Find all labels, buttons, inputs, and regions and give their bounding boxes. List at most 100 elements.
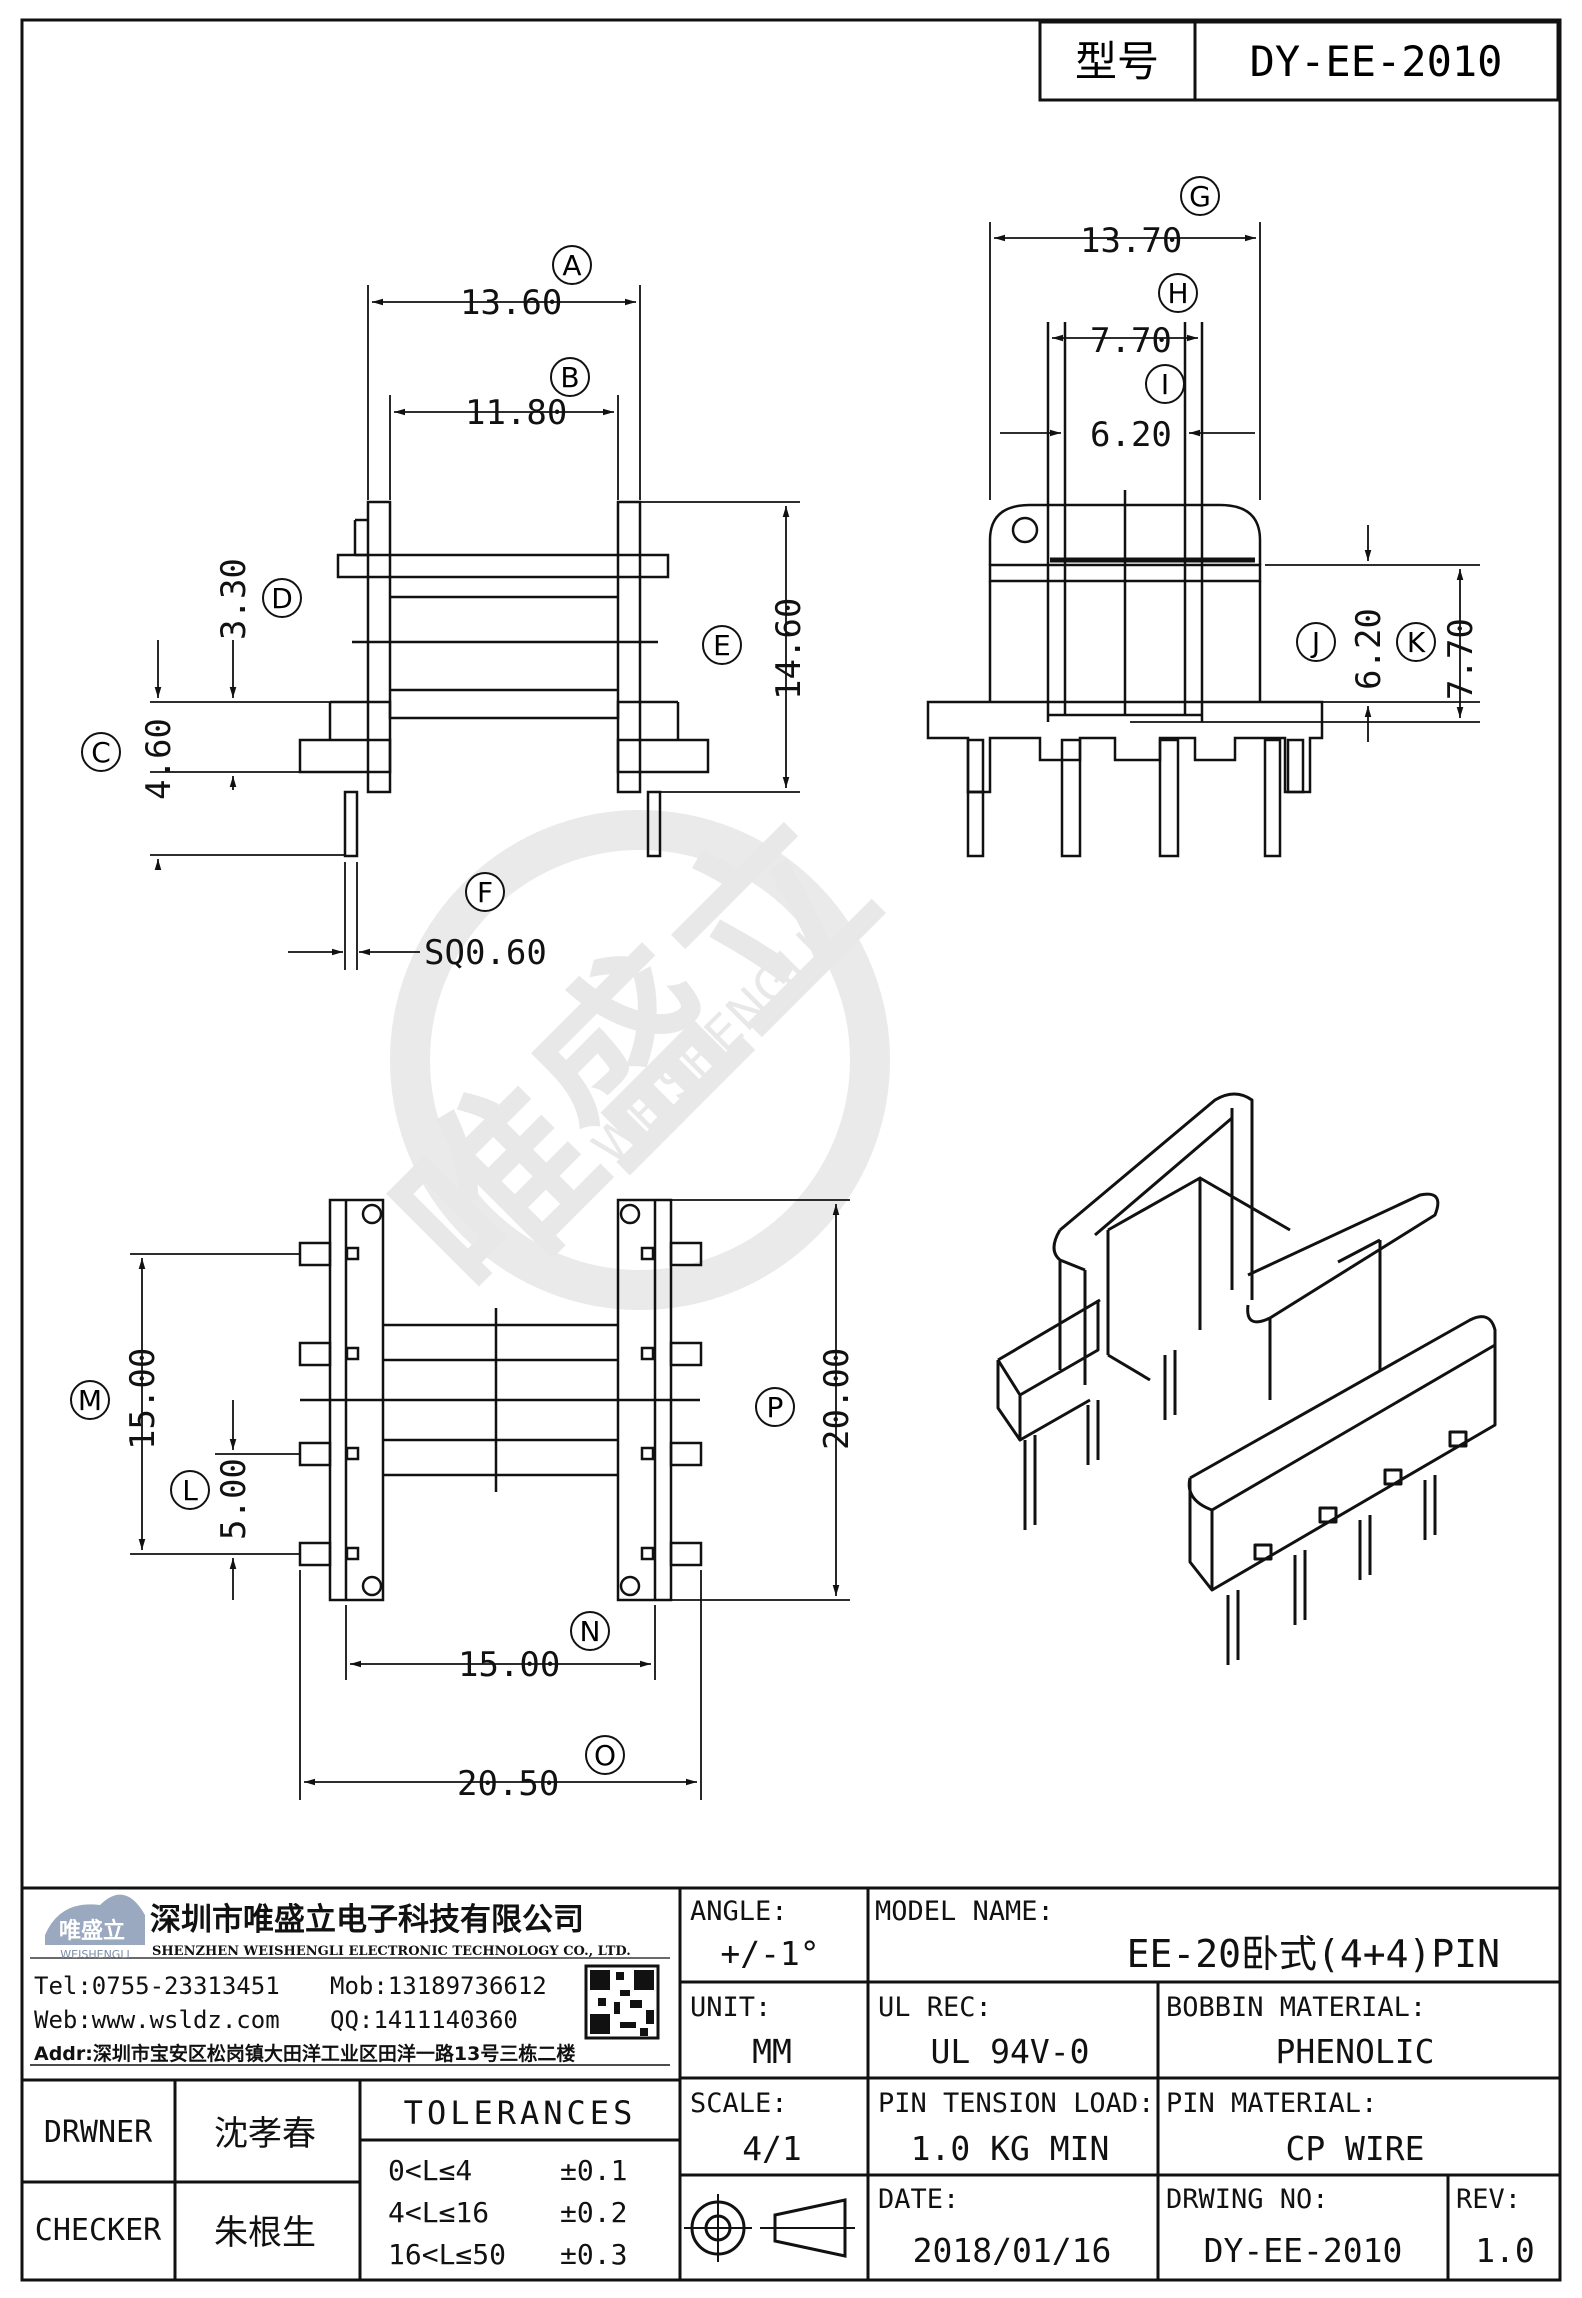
marker-a-label: A: [562, 249, 581, 282]
bottom-view-dimensions: [130, 1199, 850, 1800]
tol-range-1: 0<L≤4: [388, 2154, 472, 2187]
angle-value: +/-1°: [720, 1934, 819, 1973]
tol-value-3: ±0.3: [560, 2238, 627, 2271]
front-view-dim-text: 13.60 11.80 14.60 3.30 4.60 SQ0.60: [139, 283, 809, 973]
bobbin-material-value: PHENOLIC: [1276, 2032, 1435, 2071]
unit-label: UNIT:: [690, 1992, 771, 2023]
model-box-label: 型号: [1075, 37, 1159, 86]
pin-tension-label: PIN TENSION LOAD:: [878, 2088, 1154, 2119]
drawer-label: DRWNER: [44, 2115, 153, 2150]
ul-rec-value: UL 94V-0: [931, 2032, 1090, 2071]
dim-p-value: 20.00: [817, 1348, 857, 1450]
marker-d: D: [262, 578, 302, 618]
dim-d-value: 3.30: [214, 558, 254, 640]
company-address: Addr:深圳市宝安区松岗镇大田洋工业区田洋一路13号三栋二楼: [34, 2042, 575, 2065]
bobbin-material-label: BOBBIN MATERIAL:: [1166, 1992, 1426, 2023]
dim-i-value: 6.20: [1090, 415, 1172, 455]
dim-l-value: 5.00: [214, 1458, 254, 1540]
bottom-view: [298, 1198, 703, 1602]
marker-n: N: [570, 1611, 610, 1651]
dim-m-value: 15.00: [123, 1348, 163, 1450]
marker-h-label: H: [1167, 277, 1188, 310]
front-view: [298, 500, 710, 858]
tol-value-1: ±0.1: [560, 2154, 627, 2187]
company-name-en: SHENZHEN WEISHENGLI ELECTRONIC TECHNOLOG…: [152, 1944, 631, 1959]
marker-m-label: M: [78, 1384, 102, 1417]
company-logo-text: 唯盛立: [59, 1918, 125, 1944]
pin-tension-value: 1.0 KG MIN: [911, 2129, 1110, 2168]
marker-b: B: [550, 357, 590, 397]
company-tel: Tel:0755-23313451: [34, 1972, 280, 2000]
rev-value: 1.0: [1475, 2231, 1535, 2270]
marker-c: C: [81, 732, 121, 772]
angle-label: ANGLE:: [690, 1896, 788, 1927]
unit-value: MM: [752, 2032, 792, 2071]
marker-l-label: L: [182, 1474, 198, 1507]
marker-l: L: [170, 1470, 210, 1510]
drawing-no-value: DY-EE-2010: [1204, 2231, 1403, 2270]
bottom-view-dim-text: 15.00 5.00 20.00 15.00 20.50: [123, 1348, 857, 1804]
marker-m: M: [70, 1380, 110, 1420]
marker-n-label: N: [580, 1615, 601, 1648]
marker-k-label: K: [1407, 626, 1426, 659]
dim-g-value: 13.70: [1080, 221, 1182, 261]
dim-f-value: SQ0.60: [424, 933, 547, 973]
dim-c-value: 4.60: [139, 718, 179, 800]
model-name-label: MODEL NAME:: [875, 1896, 1054, 1927]
scale-value: 4/1: [742, 2129, 802, 2168]
watermark-cn: 唯盛立: [356, 776, 915, 1335]
ul-rec-label: UL REC:: [878, 1992, 992, 2023]
marker-i: I: [1145, 364, 1185, 404]
marker-f-label: F: [477, 876, 493, 909]
drawing-no-label: DRWING NO:: [1166, 2184, 1329, 2215]
qr-code: [584, 1964, 660, 2040]
marker-p-label: P: [767, 1391, 784, 1424]
marker-g-label: G: [1189, 180, 1211, 213]
marker-k: K: [1396, 622, 1436, 662]
marker-i-label: I: [1161, 368, 1169, 401]
dim-b-value: 11.80: [465, 393, 567, 433]
company-qq: QQ:1411140360: [330, 2006, 518, 2034]
model-name-value: EE-20卧式(4+4)PIN: [1127, 1932, 1500, 1976]
rev-label: REV:: [1456, 2184, 1521, 2215]
tol-range-3: 16<L≤50: [388, 2238, 506, 2271]
dim-o-value: 20.50: [457, 1764, 559, 1804]
title-block-grid: [22, 1886, 1560, 2280]
sheet-border: [20, 18, 1562, 2282]
marker-o: O: [585, 1735, 625, 1775]
side-view-dim-text: 13.70 7.70 6.20 6.20 7.70: [1080, 221, 1481, 700]
tol-value-2: ±0.2: [560, 2196, 627, 2229]
side-view: [926, 322, 1324, 858]
pin-material-label: PIN MATERIAL:: [1166, 2088, 1377, 2119]
dim-e-value: 14.60: [769, 598, 809, 700]
marker-g: G: [1180, 176, 1220, 216]
company-logo-sub: WEISHENGLI: [60, 1948, 129, 1961]
marker-a: A: [552, 245, 592, 285]
dimension-markers: A B C D E F G H I J K L M N O P: [70, 176, 1436, 1775]
marker-j-label: J: [1310, 626, 1320, 659]
marker-e: E: [702, 625, 742, 665]
title-block-text: ANGLE: +/-1° MODEL NAME: EE-20卧式(4+4)PIN…: [35, 1896, 1535, 2271]
marker-f: F: [465, 872, 505, 912]
dim-n-value: 15.00: [458, 1645, 560, 1685]
model-box-value: DY-EE-2010: [1250, 37, 1503, 86]
marker-b-label: B: [560, 361, 579, 394]
tol-range-2: 4<L≤16: [388, 2196, 489, 2229]
marker-p: P: [755, 1387, 795, 1427]
company-mob: Mob:13189736612: [330, 1972, 547, 2000]
isometric-view: [996, 1092, 1497, 1665]
company-logo: 唯盛立 WEISHENGLI: [45, 1894, 145, 1961]
company-web: Web:www.wsldz.com: [34, 2006, 280, 2034]
projection-symbol-icon: [684, 2194, 855, 2262]
marker-e-label: E: [713, 629, 731, 662]
scale-label: SCALE:: [690, 2088, 788, 2119]
marker-h: H: [1158, 273, 1198, 313]
date-label: DATE:: [878, 2184, 959, 2215]
dim-h-value: 7.70: [1090, 321, 1172, 361]
pin-material-value: CP WIRE: [1285, 2129, 1424, 2168]
marker-j: J: [1296, 622, 1336, 662]
checker-value: 朱根生: [214, 2213, 316, 2253]
model-number-box: 型号 DY-EE-2010: [1038, 20, 1560, 102]
marker-d-label: D: [271, 582, 293, 615]
side-view-dimensions: [989, 222, 1480, 742]
